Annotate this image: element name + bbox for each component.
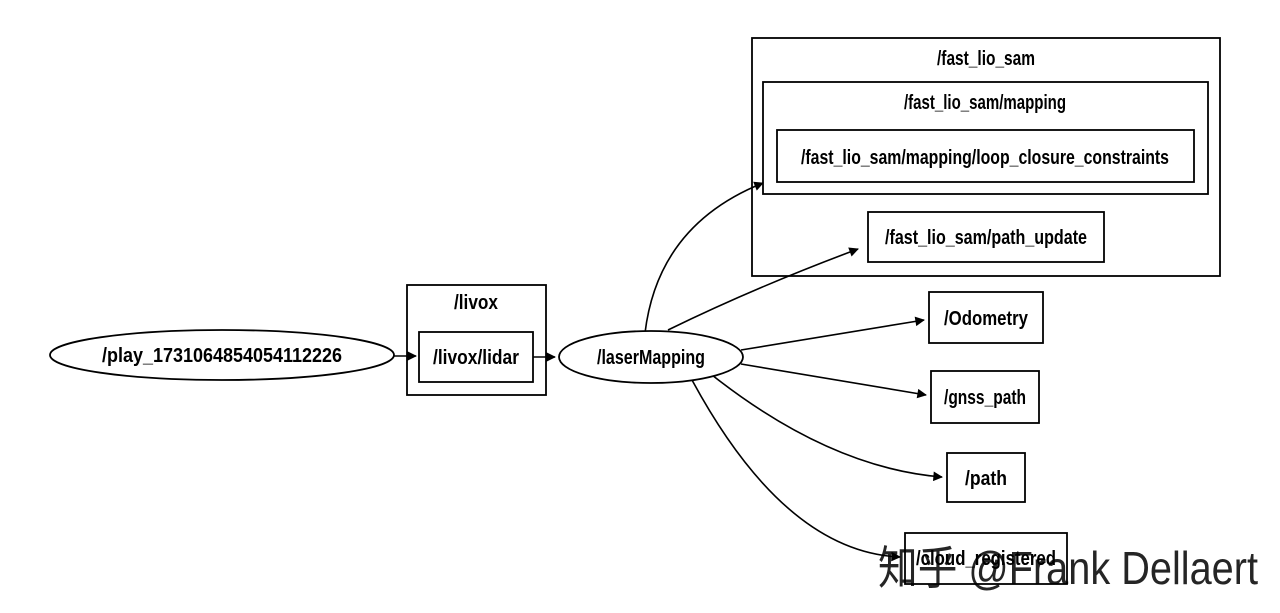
node-path: /path [946,452,1026,503]
cluster-fast-lio-sam-label: /fast_lio_sam [937,48,1035,70]
node-play-ellipse [49,329,395,381]
edges [394,181,943,562]
node-gnss-path: /gnss_path [930,370,1040,424]
cluster-fast-lio-sam: /fast_lio_sam /fast_lio_sam/mapping /fas… [751,37,1221,277]
node-gnss-path-label: /gnss_path [944,387,1026,409]
edge-lasermapping-to-cloud-registered [691,379,901,562]
cluster-mapping-label: /fast_lio_sam/mapping [904,92,1066,114]
node-path-label: /path [965,468,1007,490]
edge-lasermapping-to-path [711,374,943,482]
node-path-box [946,452,1026,503]
edge-lasermapping-to-odometry [740,316,925,351]
zhihu-watermark: 知乎 @Frank Dellaert [878,542,1258,594]
edge-lasermapping-to-gnss-path [740,363,927,399]
node-play: /play_1731064854054112226 [49,329,395,381]
node-gnss-path-box [930,370,1040,424]
node-cloud-registered: /cloud_registered [904,532,1068,585]
node-lasermapping-ellipse [558,330,744,384]
node-cloud-registered-label: /cloud_registered [916,548,1056,570]
node-odometry: /Odometry [928,291,1044,344]
node-play-label: /play_1731064854054112226 [102,345,342,367]
node-livox-lidar: /livox/lidar [418,331,534,383]
node-odometry-label: /Odometry [944,308,1029,330]
edge-lasermapping-to-path-update [667,247,859,331]
node-livox-lidar-label: /livox/lidar [433,347,519,369]
node-path-update-label: /fast_lio_sam/path_update [885,227,1087,249]
cluster-livox-label: /livox [454,292,498,314]
node-loop-closure-constraints: /fast_lio_sam/mapping/loop_closure_const… [776,129,1195,183]
node-odometry-box [928,291,1044,344]
node-livox-lidar-box [418,331,534,383]
node-path-update-box [867,211,1105,263]
node-path-update: /fast_lio_sam/path_update [867,211,1105,263]
node-loop-closure-constraints-box [776,129,1195,183]
node-loop-closure-constraints-label: /fast_lio_sam/mapping/loop_closure_const… [801,147,1169,169]
edge-lasermapping-to-loop-closure [644,181,764,334]
node-cloud-registered-box [904,532,1068,585]
cluster-fast-lio-sam-mapping: /fast_lio_sam/mapping /fast_lio_sam/mapp… [762,81,1209,195]
node-lasermapping-label: /laserMapping [597,347,705,369]
node-lasermapping: /laserMapping [558,330,744,384]
